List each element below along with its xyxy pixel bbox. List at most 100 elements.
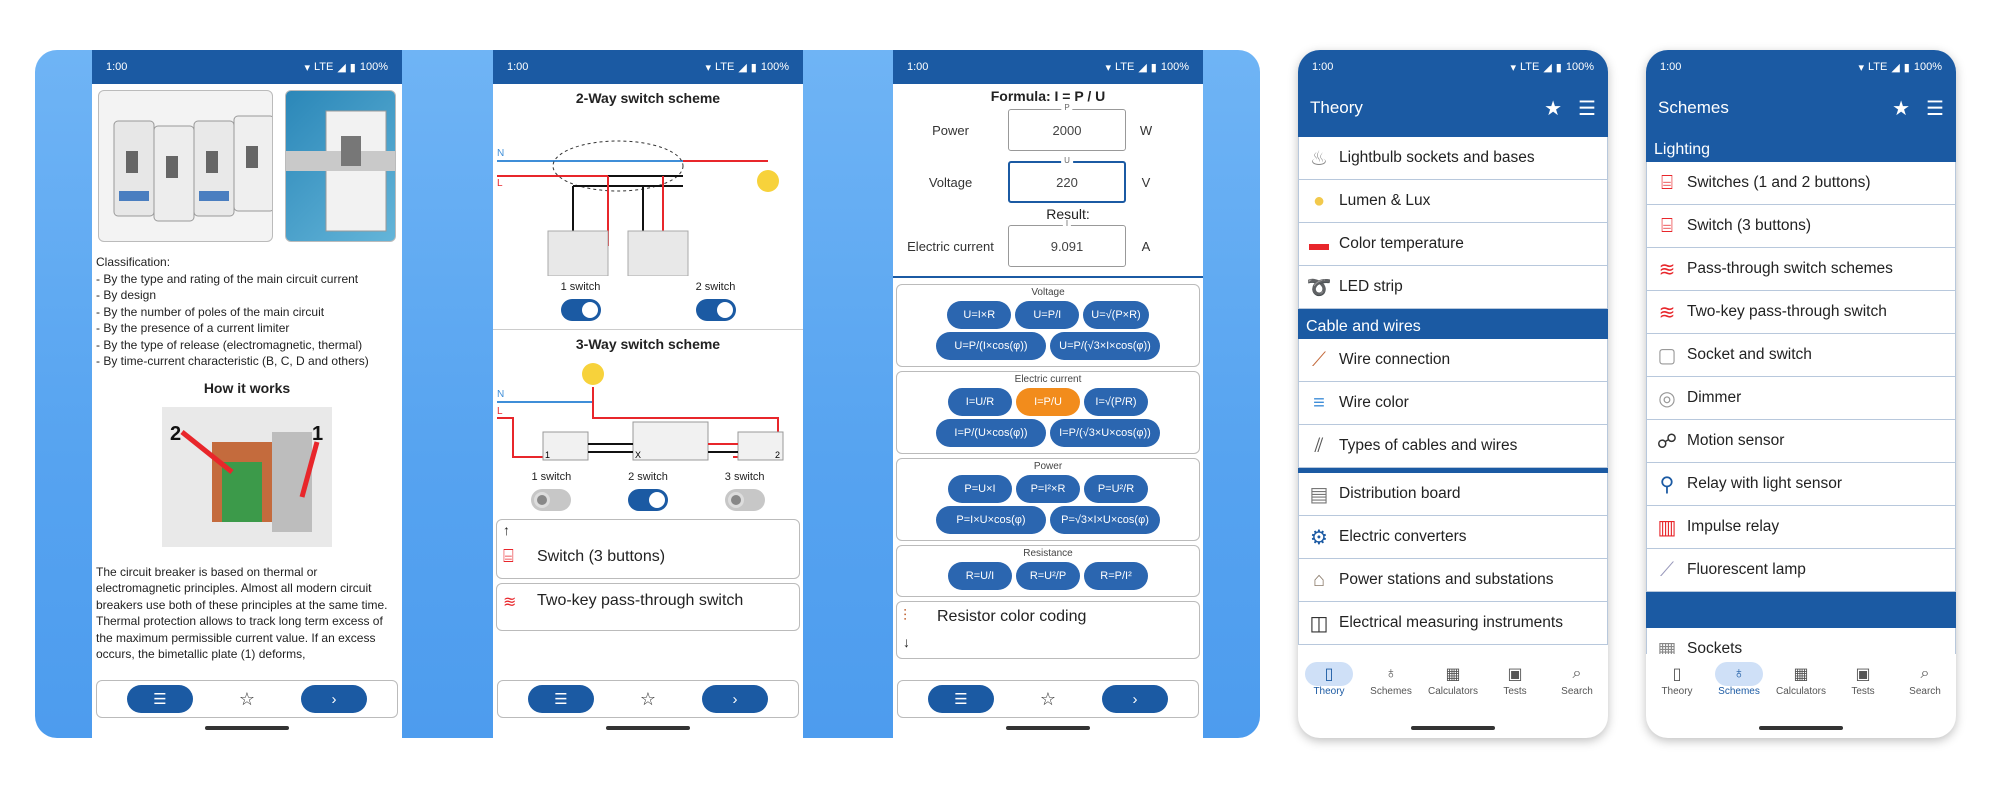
- next-button[interactable]: ›: [300, 685, 367, 713]
- lightbulb-icon: ♁: [1385, 665, 1397, 682]
- clipboard-icon: ▣: [1507, 666, 1523, 683]
- list-item-electric-converters[interactable]: ⚙Electric converters: [1298, 516, 1608, 559]
- formula-button[interactable]: P=I×U×cos(φ): [936, 506, 1046, 534]
- formula-button[interactable]: I=U/R: [948, 388, 1012, 416]
- list-item-relay-light-sensor[interactable]: ⚲Relay with light sensor: [1646, 463, 1956, 506]
- contents-button[interactable]: ☰: [127, 685, 193, 713]
- battery-label: 100%: [1913, 61, 1942, 73]
- power-input[interactable]: P 2000: [1008, 103, 1126, 151]
- status-time: 1:00: [907, 61, 929, 73]
- nav-calculators[interactable]: ▦Calculators: [1771, 662, 1831, 697]
- formula-button[interactable]: I=P/U: [1016, 388, 1080, 416]
- nav-calculators[interactable]: ▦Calculators: [1423, 662, 1483, 697]
- list-item-measuring-instruments[interactable]: ◫Electrical measuring instruments: [1298, 602, 1608, 645]
- contents-button[interactable]: ☰: [928, 685, 994, 713]
- bullet-0: - By the type and rating of the main cir…: [96, 271, 359, 286]
- list-item-dimmer[interactable]: ◎Dimmer: [1646, 377, 1956, 420]
- formula-button[interactable]: R=P/I²: [1084, 562, 1148, 590]
- contents-button[interactable]: ☰: [528, 685, 594, 713]
- favorite-star-icon[interactable]: ☆: [238, 688, 256, 709]
- list-item-wire-color[interactable]: ≡Wire color: [1298, 382, 1608, 425]
- breaker-internals-illustration: 2 1: [162, 406, 332, 547]
- wire-color-icon: ≡: [1313, 391, 1325, 414]
- list-item-impulse-relay[interactable]: ▥Impulse relay: [1646, 506, 1956, 549]
- list-item-fluorescent-lamp[interactable]: ⟋Fluorescent lamp: [1646, 549, 1956, 592]
- app-bar: Theory ★ ☰: [1298, 84, 1608, 132]
- formula-button[interactable]: P=U²/R: [1084, 475, 1148, 503]
- fluorescent-lamp-icon: ⟋: [1660, 558, 1674, 581]
- voltage-unit: V: [1141, 174, 1151, 190]
- motor-icon: ⚙: [1310, 526, 1328, 549]
- nav-tests[interactable]: ▣Tests: [1485, 662, 1545, 697]
- formula-button[interactable]: U=P/(I×cos(φ)): [936, 332, 1046, 360]
- menu-icon[interactable]: ☰: [1926, 97, 1944, 120]
- list-item-lightbulb-sockets[interactable]: ♨Lightbulb sockets and bases: [1298, 137, 1608, 180]
- battery-label: 100%: [760, 61, 789, 73]
- card-two-key-pass-through[interactable]: ≋ Two-key pass-through switch: [496, 583, 800, 631]
- list-item-socket-and-switch[interactable]: ▢Socket and switch: [1646, 334, 1956, 377]
- page-title: Theory: [1310, 98, 1363, 117]
- nav-theory[interactable]: ▯Theory: [1299, 662, 1359, 697]
- home-indicator: [606, 726, 690, 730]
- formula-button[interactable]: I=√(P/R): [1084, 388, 1148, 416]
- list-icon: ☰: [554, 691, 568, 708]
- toggle-2-switch[interactable]: [695, 299, 736, 321]
- formula-button[interactable]: P=√3×I×U×cos(φ): [1050, 506, 1160, 534]
- favorite-star-icon[interactable]: ☆: [639, 688, 657, 709]
- formula-button[interactable]: P=U×I: [948, 475, 1012, 503]
- color-gradient-icon: ▬: [1309, 232, 1329, 255]
- formula-button[interactable]: I=P/(√3×U×cos(φ)): [1050, 419, 1160, 447]
- star-icon[interactable]: ★: [1892, 97, 1911, 120]
- formula-button[interactable]: U=√(P×R): [1083, 301, 1149, 329]
- pass-through-icon: ≋: [1658, 301, 1676, 324]
- network-label: LTE: [1867, 61, 1888, 73]
- list-item-two-key-pass-through[interactable]: ≋Two-key pass-through switch: [1646, 291, 1956, 334]
- toggle-2-switch[interactable]: [627, 489, 668, 511]
- nav-schemes[interactable]: ♁Schemes: [1361, 662, 1421, 697]
- next-button[interactable]: ›: [701, 685, 768, 713]
- card-title: Two-key pass-through switch: [537, 592, 744, 609]
- breaker-internals-image[interactable]: 2 1: [152, 402, 342, 554]
- home-indicator: [1759, 726, 1843, 730]
- next-button[interactable]: ›: [1101, 685, 1168, 713]
- formula-button[interactable]: U=P/(√3×I×cos(φ)): [1050, 332, 1160, 360]
- formula-button[interactable]: U=P/I: [1015, 301, 1080, 329]
- list-item-motion-sensor[interactable]: ☍Motion sensor: [1646, 420, 1956, 463]
- nav-theory[interactable]: ▯Theory: [1647, 662, 1707, 697]
- list-item-wire-connection[interactable]: ⟋Wire connection: [1298, 339, 1608, 382]
- formula-heading: Formula: I = P / U: [990, 88, 1106, 104]
- nav-search[interactable]: ⌕Search: [1895, 662, 1955, 697]
- formula-button[interactable]: I=P/(U×cos(φ)): [936, 419, 1046, 447]
- formula-button[interactable]: P=I²×R: [1016, 475, 1080, 503]
- image-carousel[interactable]: [92, 84, 402, 242]
- din-rail-photo[interactable]: [285, 90, 396, 242]
- wire-connection-icon: ⟋: [1312, 348, 1326, 371]
- status-bar: 1:00 ▾ LTE ◢ ▮ 100%: [92, 50, 402, 84]
- list-item-types-of-cables[interactable]: ⫽Types of cables and wires: [1298, 425, 1608, 468]
- list-item-switch-3[interactable]: ⌸Switch (3 buttons): [1646, 205, 1956, 248]
- card-switch-3-buttons[interactable]: ↑ ⌸ Switch (3 buttons): [496, 519, 800, 579]
- circuit-breaker-photo[interactable]: [98, 90, 274, 242]
- toggle-3-switch[interactable]: [724, 489, 765, 511]
- nav-schemes[interactable]: ♁Schemes: [1709, 662, 1769, 697]
- formula-button[interactable]: R=U²/P: [1016, 562, 1080, 590]
- card-resistor-color-coding[interactable]: ⫶ Resistor color coding ↓: [896, 601, 1200, 659]
- formula-button[interactable]: U=I×R: [947, 301, 1012, 329]
- toggle-1-switch[interactable]: [560, 299, 601, 321]
- list-item-pass-through[interactable]: ≋Pass-through switch schemes: [1646, 248, 1956, 291]
- list-item-distribution-board[interactable]: ▤Distribution board: [1298, 473, 1608, 516]
- star-icon[interactable]: ★: [1544, 97, 1563, 120]
- nav-tests[interactable]: ▣Tests: [1833, 662, 1893, 697]
- list-item-power-stations[interactable]: ⌂Power stations and substations: [1298, 559, 1608, 602]
- list-item-lumen-lux[interactable]: ●Lumen & Lux: [1298, 180, 1608, 223]
- nav-search[interactable]: ⌕Search: [1547, 662, 1607, 697]
- formula-button[interactable]: R=U/I: [948, 562, 1012, 590]
- list-item-switches-1-2[interactable]: ⌸Switches (1 and 2 buttons): [1646, 162, 1956, 205]
- calculator-phone: 1:00 ▾ LTE ◢ ▮ 100% Formula: I = P / U P…: [893, 50, 1203, 738]
- voltage-input[interactable]: U 220: [1008, 156, 1126, 203]
- list-item-led-strip[interactable]: ➰LED strip: [1298, 266, 1608, 309]
- menu-icon[interactable]: ☰: [1578, 97, 1596, 120]
- favorite-star-icon[interactable]: ☆: [1039, 688, 1057, 709]
- toggle-1-switch[interactable]: [531, 489, 572, 511]
- list-item-color-temperature[interactable]: ▬Color temperature: [1298, 223, 1608, 266]
